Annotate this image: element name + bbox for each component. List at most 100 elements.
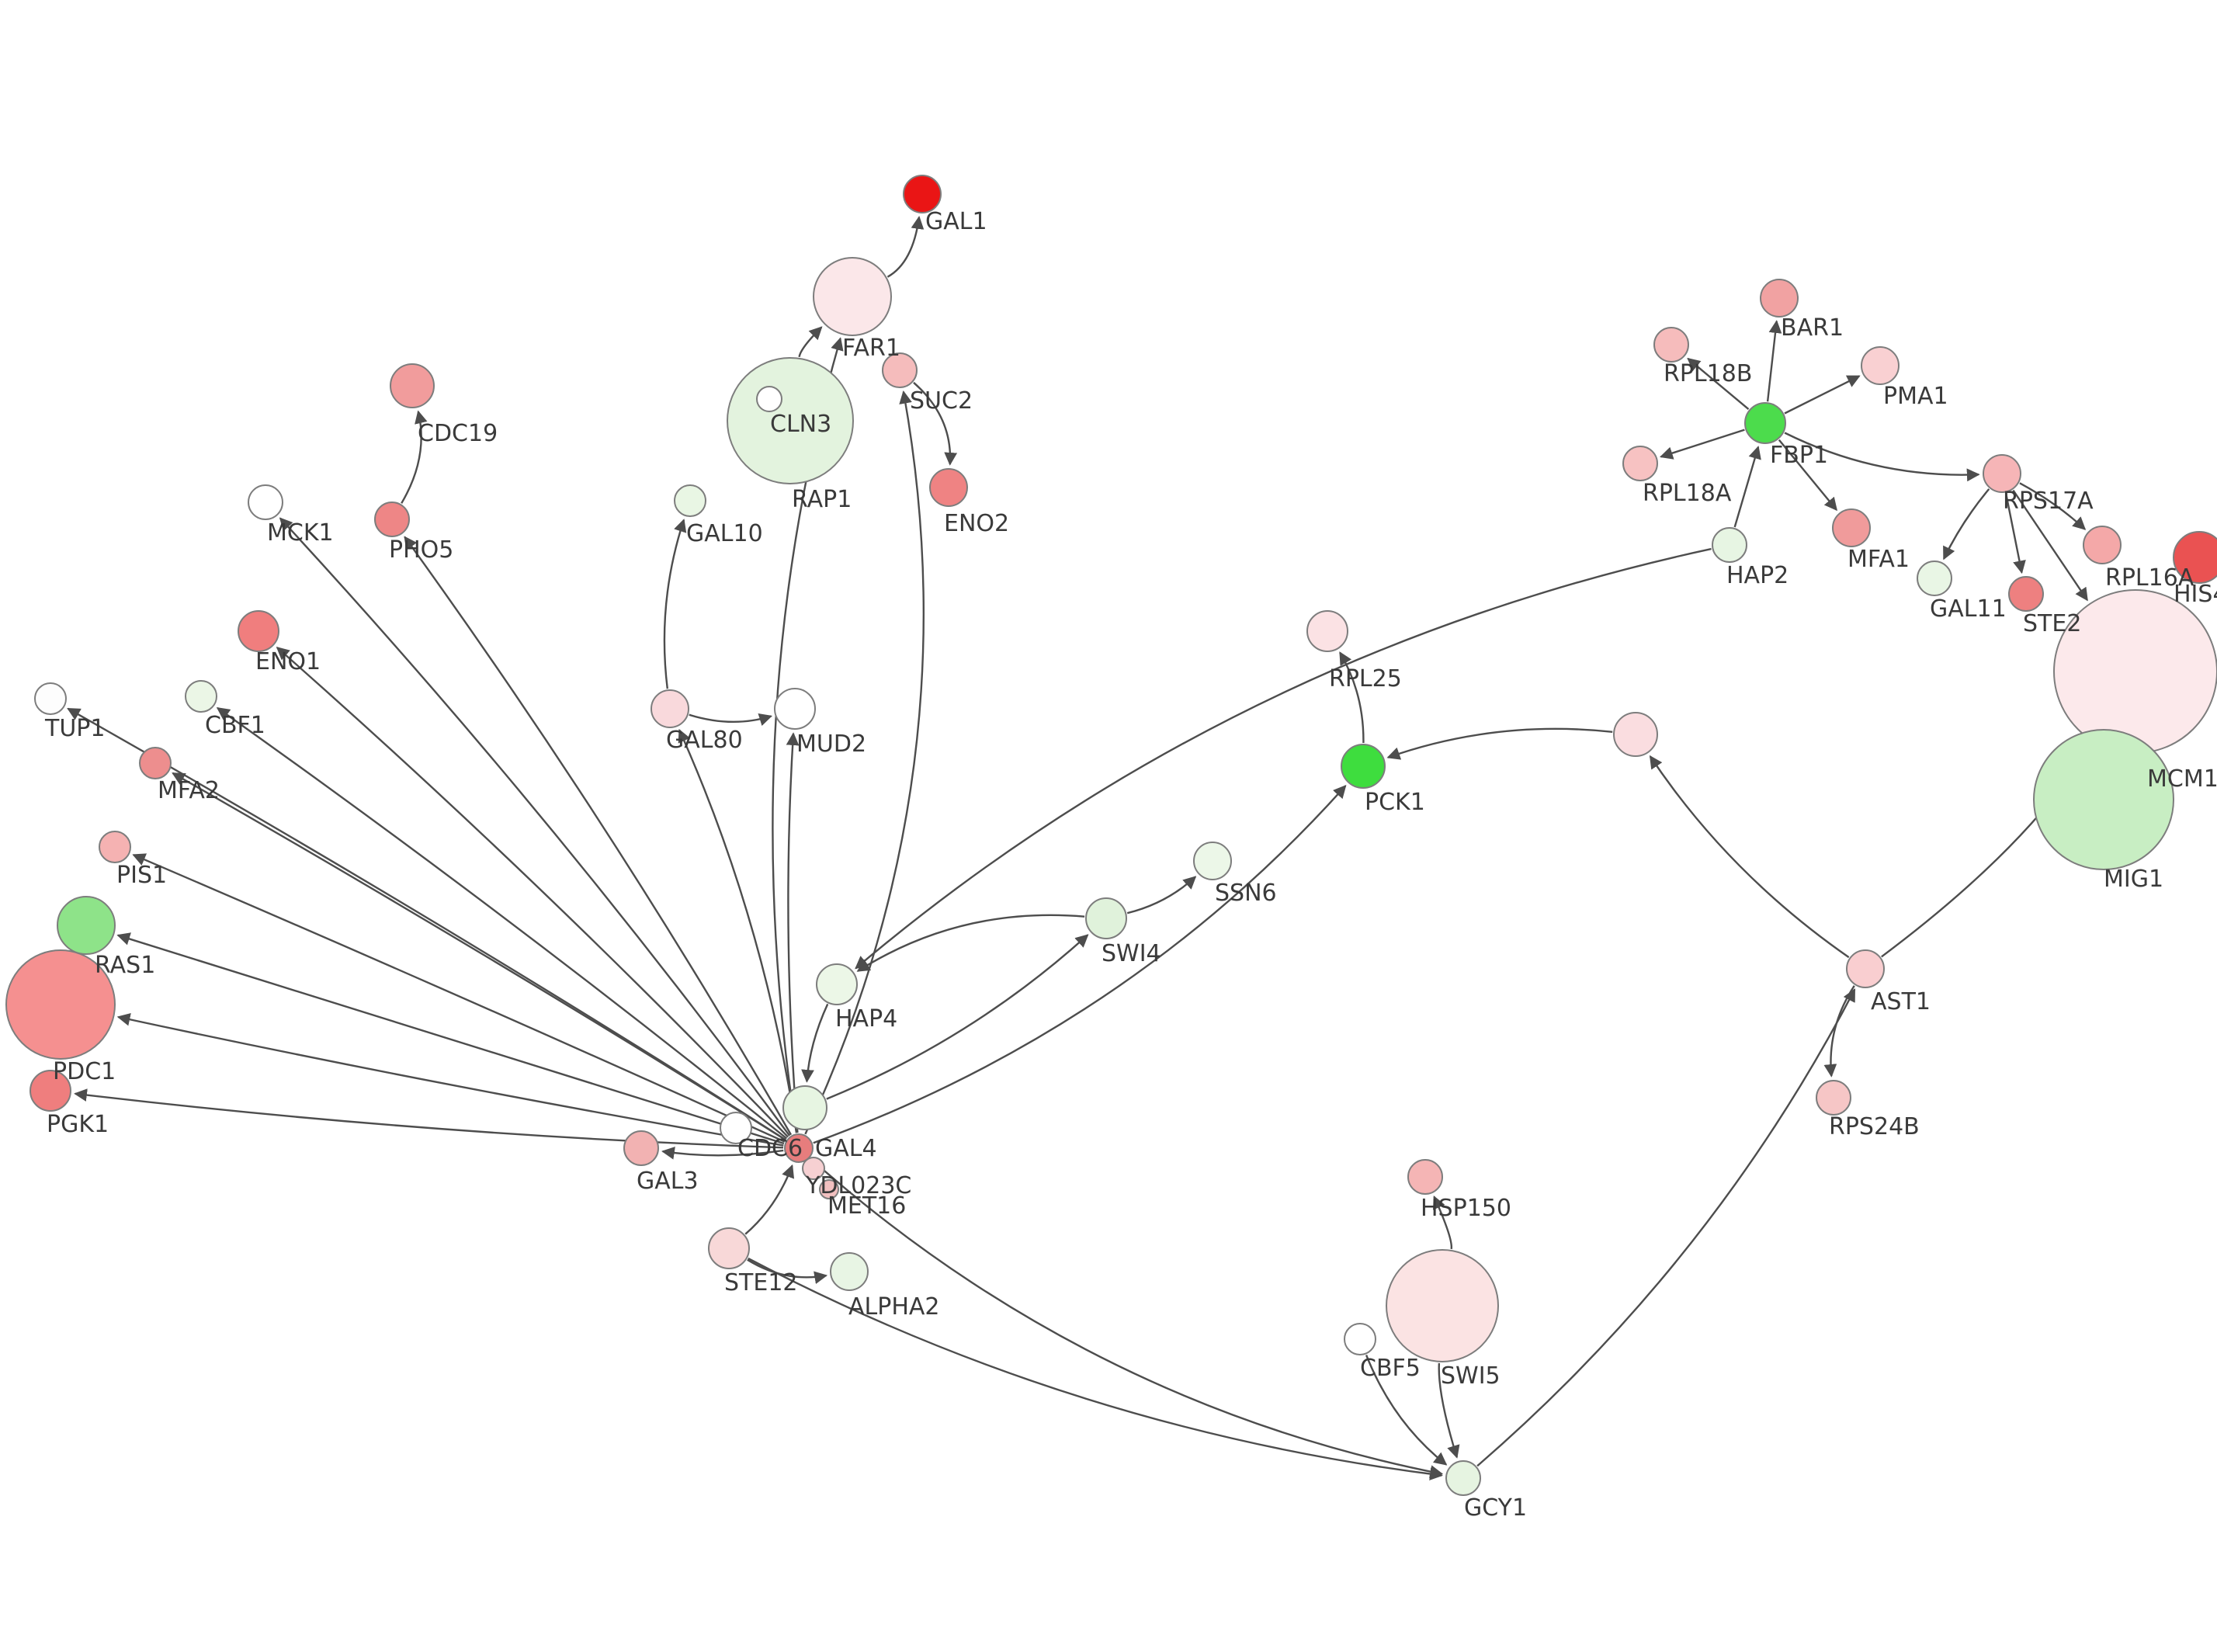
edge-cln3-far1[interactable]	[798, 326, 823, 358]
node-pck1[interactable]	[1341, 744, 1386, 789]
edge-gal4-suc2[interactable]	[804, 390, 925, 1135]
node-his4[interactable]	[2173, 531, 2217, 584]
edge-gal4-gal80[interactable]	[678, 728, 798, 1133]
node-ste12[interactable]	[708, 1227, 750, 1269]
node-pis1[interactable]	[99, 831, 131, 863]
node-eno1[interactable]	[238, 610, 279, 652]
node-gal4[interactable]	[784, 1133, 814, 1163]
node-gal1[interactable]	[903, 175, 942, 213]
node-tup1[interactable]	[34, 682, 67, 715]
edge-gal80-mud2[interactable]	[689, 713, 773, 727]
edge-ste12-gal4[interactable]	[744, 1164, 795, 1235]
edge-pho5-cdc19[interactable]	[401, 410, 428, 504]
edge-pck1-rpl25[interactable]	[1339, 651, 1365, 744]
node-hsp150[interactable]	[1407, 1159, 1443, 1195]
node-cbf1[interactable]	[185, 680, 217, 713]
edge-gal4-gal3[interactable]	[661, 1146, 784, 1160]
edge-hap2-fbp1[interactable]	[1733, 446, 1761, 528]
node-fbp1[interactable]	[1744, 402, 1786, 444]
node-gal80[interactable]	[651, 689, 689, 728]
node-rps24b[interactable]	[1816, 1080, 1851, 1116]
node-swi5[interactable]	[1386, 1249, 1499, 1362]
node-met16[interactable]	[819, 1179, 839, 1199]
edge-fbp1-rpl18b[interactable]	[1687, 357, 1750, 411]
edge-fbp1-bar1[interactable]	[1766, 320, 1782, 402]
node-mig1[interactable]	[2033, 729, 2174, 870]
node-alpha2[interactable]	[830, 1252, 869, 1291]
edge-far1-gal1[interactable]	[886, 216, 925, 278]
edge-swi5-hsp150[interactable]	[1433, 1195, 1453, 1250]
node-cln3[interactable]	[727, 357, 854, 484]
node-pdc1[interactable]	[5, 949, 116, 1060]
edge-gal4-gcy1[interactable]	[810, 1157, 1444, 1478]
node-swi4[interactable]	[1085, 897, 1127, 939]
node-gcy1[interactable]	[1445, 1460, 1481, 1496]
edge-gal4-eno1[interactable]	[276, 646, 789, 1138]
edge-gal4-tup1[interactable]	[67, 707, 786, 1141]
node-gal10[interactable]	[674, 484, 706, 517]
node-ast1[interactable]	[1846, 949, 1885, 988]
node-mck1[interactable]	[248, 484, 283, 520]
edge-ast1-unlabeled-pink[interactable]	[1649, 755, 1850, 959]
node-rpl25[interactable]	[1306, 610, 1348, 652]
edge-ste12-gcy1[interactable]	[748, 1257, 1443, 1480]
edge-gal4-ras1[interactable]	[116, 932, 785, 1145]
edge-swi4-hap4[interactable]	[856, 914, 1085, 972]
node-rps17a[interactable]	[1983, 454, 2021, 493]
edge-gal4-cbf1[interactable]	[216, 707, 788, 1140]
node-rap1[interactable]	[756, 386, 782, 412]
edge-unlabeled-pink-pck1[interactable]	[1386, 727, 1613, 760]
edge-rps17a-gal11[interactable]	[1943, 488, 1990, 560]
edge-unlabeled-green-swi4[interactable]	[826, 934, 1089, 1100]
node-rpl16a[interactable]	[2083, 526, 2122, 564]
edge-suc2-eno2[interactable]	[913, 381, 958, 466]
node-pma1[interactable]	[1861, 346, 1900, 385]
node-cdc6[interactable]	[720, 1112, 752, 1144]
edge-rps17a-mcm1[interactable]	[2012, 489, 2088, 602]
edge-rps17a-ste2[interactable]	[2004, 493, 2026, 574]
node-cdc19[interactable]	[390, 363, 435, 408]
edge-hap2-hap4[interactable]	[855, 547, 1712, 970]
node-unlabeled-pink[interactable]	[1613, 712, 1658, 757]
edge-gal4-pho5[interactable]	[404, 536, 793, 1136]
edge-gal4-pis1[interactable]	[132, 853, 786, 1143]
edge-rps17a-rpl16a[interactable]	[2019, 482, 2087, 530]
node-mfa2[interactable]	[139, 747, 172, 779]
node-rpl18b[interactable]	[1653, 327, 1689, 363]
node-far1[interactable]	[813, 257, 892, 336]
node-hap4[interactable]	[816, 963, 858, 1005]
node-ste2[interactable]	[2008, 576, 2044, 612]
node-ras1[interactable]	[57, 896, 116, 955]
edge-gal4-pdc1[interactable]	[116, 1012, 784, 1147]
edge-swi5-gcy1[interactable]	[1438, 1362, 1460, 1459]
edge-cbf5-gcy1[interactable]	[1365, 1355, 1448, 1466]
edge-swi4-ssn6[interactable]	[1126, 876, 1197, 914]
node-cbf5[interactable]	[1344, 1323, 1376, 1355]
edge-gal80-gal10[interactable]	[663, 519, 687, 689]
edge-ast1-rps24b[interactable]	[1823, 985, 1855, 1078]
edge-fbp1-rpl18a[interactable]	[1660, 429, 1745, 460]
node-mud2[interactable]	[774, 688, 816, 730]
edge-gal4-pgk1[interactable]	[74, 1088, 784, 1149]
node-hap2[interactable]	[1712, 527, 1747, 563]
edge-gal4-pck1[interactable]	[813, 785, 1347, 1144]
edge-gal4-mud2[interactable]	[786, 732, 800, 1133]
edge-gal4-mck1[interactable]	[279, 517, 791, 1137]
node-mfa1[interactable]	[1832, 508, 1871, 547]
node-eno2[interactable]	[929, 468, 968, 507]
node-gal3[interactable]	[623, 1130, 659, 1166]
node-rpl18a[interactable]	[1622, 446, 1658, 481]
edge-gcy1-ast1[interactable]	[1476, 988, 1856, 1467]
edge-fbp1-pma1[interactable]	[1784, 375, 1861, 415]
node-suc2[interactable]	[882, 352, 918, 388]
edge-fbp1-mfa1[interactable]	[1778, 439, 1837, 512]
node-unlabeled-green[interactable]	[782, 1085, 827, 1130]
node-bar1[interactable]	[1760, 279, 1799, 318]
node-pho5[interactable]	[374, 502, 410, 537]
node-gal11[interactable]	[1917, 560, 1952, 596]
node-pgk1[interactable]	[29, 1070, 71, 1112]
node-ydl023c[interactable]	[802, 1157, 825, 1180]
node-ssn6[interactable]	[1193, 842, 1232, 880]
edge-gal4-mfa2[interactable]	[172, 772, 786, 1141]
